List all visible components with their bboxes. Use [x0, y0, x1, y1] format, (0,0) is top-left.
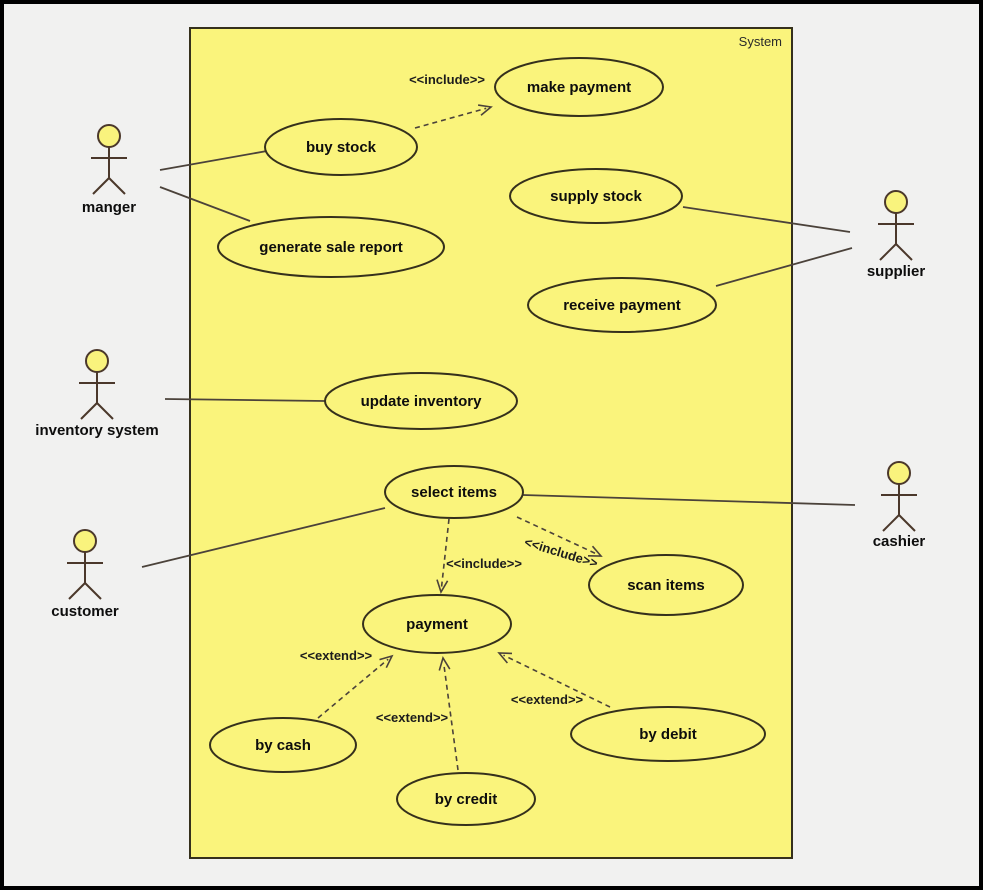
usecase-ellipse — [494, 57, 664, 117]
actor-head — [887, 461, 911, 485]
actor-leg-left — [80, 402, 98, 420]
actor-customer: customer — [51, 529, 119, 620]
dependency-dashed-line — [503, 654, 611, 708]
usecase-ellipse — [362, 594, 512, 654]
actor-leg-left — [879, 243, 897, 261]
open-arrowhead-icon — [497, 652, 513, 664]
actor-leg-right — [895, 243, 913, 261]
actor-cashier: cashier — [873, 461, 926, 550]
usecase-by-cash: by cash — [209, 717, 357, 773]
dependency-select-items-include-payment: <<include>> — [436, 518, 522, 594]
usecase-generate-sale-report: generate sale report — [217, 216, 445, 278]
association-inventory-system-update-inventory — [164, 398, 326, 402]
dependency-dashed-line — [414, 107, 487, 129]
usecase-buy-stock: buy stock — [264, 118, 418, 176]
stereotype-label: <<extend>> — [511, 692, 584, 707]
usecase-label: receive payment — [563, 297, 681, 314]
actor-leg-right — [108, 177, 126, 195]
actor-label: cashier — [873, 533, 926, 550]
actor-leg-right — [898, 514, 916, 532]
actor-label: inventory system — [35, 422, 158, 439]
association-select-items-cashier — [522, 494, 856, 506]
dependency-by-cash-extend-payment: <<extend>> — [300, 648, 394, 719]
actor-label: supplier — [867, 263, 926, 280]
open-arrowhead-icon — [587, 545, 603, 557]
stereotype-label: <<extend>> — [300, 648, 373, 663]
usecase-ellipse — [509, 168, 683, 224]
association-manger-buy-stock — [159, 150, 268, 171]
open-arrowhead-icon — [379, 654, 394, 669]
dependency-dashed-line — [516, 516, 597, 555]
usecase-label: payment — [406, 616, 468, 633]
actor-label: manger — [82, 199, 136, 216]
actor-head — [85, 349, 109, 373]
stereotype-label: <<include>> — [446, 556, 522, 571]
association-supply-stock-supplier — [682, 206, 851, 233]
usecase-ellipse — [527, 277, 717, 333]
association-customer-select-items — [141, 507, 386, 568]
usecase-by-credit: by credit — [396, 772, 536, 826]
actor-leg-right — [96, 402, 114, 420]
usecase-label: supply stock — [550, 188, 642, 205]
usecase-ellipse — [384, 465, 524, 519]
open-arrowhead-icon — [438, 656, 451, 671]
usecase-ellipse — [570, 706, 766, 762]
usecase-label: by cash — [255, 737, 311, 754]
usecase-label: update inventory — [361, 393, 483, 410]
actor-leg-left — [882, 514, 900, 532]
usecase-label: buy stock — [306, 139, 377, 156]
association-manger-generate-sale-report — [159, 186, 251, 222]
open-arrowhead-icon — [436, 579, 449, 594]
usecase-ellipse — [588, 554, 744, 616]
actor-head — [97, 124, 121, 148]
dependency-dashed-line — [317, 658, 389, 719]
usecase-ellipse — [217, 216, 445, 278]
usecase-by-debit: by debit — [570, 706, 766, 762]
actor-head — [884, 190, 908, 214]
system-boundary-label: System — [739, 34, 782, 49]
usecase-label: by credit — [435, 791, 498, 808]
stereotype-label: <<include>> — [409, 72, 485, 87]
actor-manger: manger — [82, 124, 136, 216]
dependency-dashed-line — [442, 662, 459, 771]
dependency-dashed-line — [440, 518, 450, 588]
usecase-ellipse — [209, 717, 357, 773]
association-receive-payment-supplier — [715, 247, 853, 287]
dependency-by-debit-extend-payment: <<extend>> — [497, 652, 611, 708]
usecase-ellipse — [264, 118, 418, 176]
usecase-supply-stock: supply stock — [509, 168, 683, 224]
actor-inventory-system: inventory system — [35, 349, 159, 439]
usecase-label: generate sale report — [259, 239, 402, 256]
stereotype-label: <<extend>> — [376, 710, 449, 725]
usecase-receive-payment: receive payment — [527, 277, 717, 333]
open-arrowhead-icon — [477, 104, 493, 116]
usecase-scan-items: scan items — [588, 554, 744, 616]
usecase-ellipse — [396, 772, 536, 826]
actor-leg-right — [84, 582, 102, 600]
usecase-label: by debit — [639, 726, 697, 743]
usecase-label: scan items — [627, 577, 705, 594]
usecase-payment: payment — [362, 594, 512, 654]
dependency-buy-stock-include-make-payment: <<include>> — [409, 72, 493, 129]
dependency-by-credit-extend-payment: <<extend>> — [376, 656, 459, 771]
usecase-select-items: select items — [384, 465, 524, 519]
actor-leg-left — [68, 582, 86, 600]
usecase-ellipse — [324, 372, 518, 430]
actor-head — [73, 529, 97, 553]
usecase-update-inventory: update inventory — [324, 372, 518, 430]
usecase-label: select items — [411, 484, 497, 501]
actor-leg-left — [92, 177, 110, 195]
actor-supplier: supplier — [867, 190, 926, 280]
usecase-make-payment: make payment — [494, 57, 664, 117]
actor-label: customer — [51, 603, 119, 620]
usecase-label: make payment — [527, 79, 631, 96]
